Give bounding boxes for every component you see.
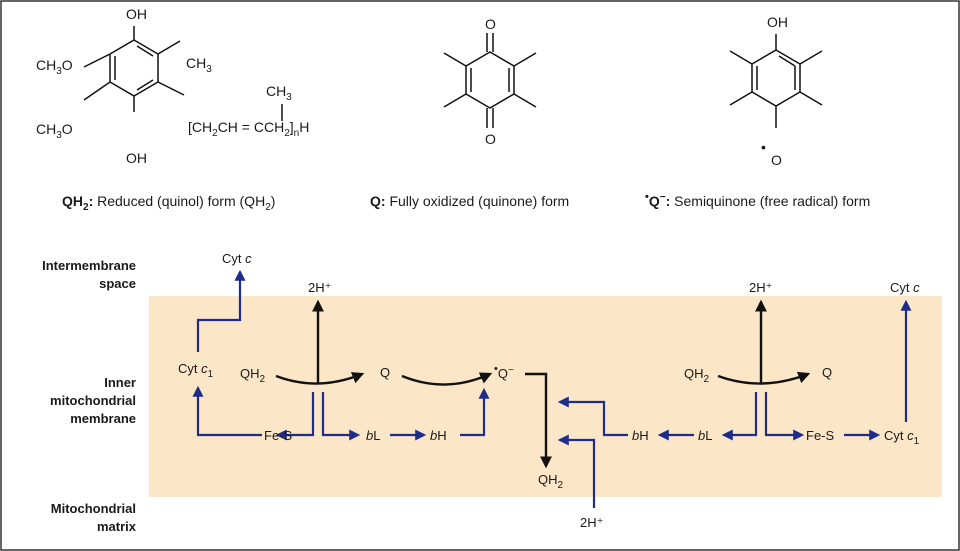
sq-radical-dot: • [761,139,766,155]
left-bh: bH [430,428,447,443]
svg-text:CH3O: CH3O [36,121,73,141]
arrow-bh-to-qh2-right [557,396,628,437]
region-inner-3: membrane [70,411,136,426]
qh2-ch3: CH [186,55,206,71]
left-cycle-labels: Cyt c 2H⁺ Cyt c1 QH2 Q •Q− Fe-S bL bH QH… [178,251,603,530]
qh2-chain-ch3-sub: 3 [286,92,292,103]
right-cytc: Cyt c [890,280,920,295]
region-intermembrane-1: Intermembrane [42,258,136,273]
sq-oh-top: OH [767,14,788,30]
qh2-chain-a-sub: 2 [212,128,218,139]
arrow-split-to-fes [275,392,315,441]
qh2-structure [83,26,283,121]
qh2-chain-a: [CH [188,119,212,135]
q-structure [443,33,537,128]
right-cytc1: Cyt c1 [884,428,920,447]
left-bl: bL [366,428,380,443]
caption-q: Q: Fully oxidized (quinone) form [370,193,569,209]
arrow-cytc1-to-cytc [196,269,246,352]
left-proton-top: 2H⁺ [308,280,331,295]
arrow-sq-to-qh2 [525,372,552,469]
qh2-oh-top: OH [126,6,147,22]
region-inner-1: Inner [104,375,136,390]
qh2-chain-ch3: CH [266,83,286,99]
q-o-top: O [485,16,496,32]
right-bh: bH [632,428,649,443]
arrow-fes-to-cytc1 [192,385,262,437]
arrow-split-to-fes-right [764,392,805,441]
region-matrix-1: Mitochondrial [51,501,136,516]
svg-text:[CH2CH = CCH2]nH: [CH2CH = CCH2]nH [188,119,309,139]
sq-o-bottom: O [771,152,782,168]
svg-text:CH3: CH3 [186,55,212,75]
qh2-chain-n: n [294,128,300,139]
left-qh2-out: QH2 [538,472,564,491]
semiquinone-structure [729,34,823,128]
svg-text:CH3O: CH3O [36,57,73,77]
qh2-och3-upper-o: O [62,57,73,73]
qh2-chain-h: H [299,119,309,135]
right-electron-paths [557,299,912,508]
qh2-och3-lower-ch: CH [36,121,56,137]
right-proton-top: 2H⁺ [749,280,772,295]
left-q: Q [380,365,390,380]
caption-qh2: QH2: Reduced (quinol) form (QH2) [62,193,275,213]
left-proton-bottom: 2H⁺ [580,515,603,530]
left-qh2: QH2 [240,366,266,385]
qh2-chain-b: CH = CCH [218,119,285,135]
right-cycle-labels: 2H⁺ Cyt c QH2 Q bH bL Fe-S Cyt c1 [632,280,920,447]
caption-semiquinone: •Q−: Semiquinone (free radical) form [645,191,870,209]
left-electron-paths [192,269,490,441]
qh2-chain-b-sub: 2 [284,128,290,139]
left-fes: Fe-S [264,428,293,443]
region-labels: Intermembrane space Inner mitochondrial … [42,258,137,534]
arrow-proton-bottom [557,434,596,508]
qh2-och3-lower-o: O [62,121,73,137]
left-cytc1: Cyt c1 [178,361,214,380]
qh2-oh-bottom: OH [126,150,147,166]
arrow-split-to-bl [321,392,361,441]
left-semiquinone: •Q− [494,363,514,381]
right-qh2: QH2 [684,366,710,385]
qh2-och3-lower-sub: 3 [56,130,62,141]
right-bl: bL [698,428,712,443]
qh2-ch3-sub: 3 [206,64,212,75]
q-labels: O O [485,16,496,147]
region-inner-2: mitochondrial [50,393,136,408]
right-q: Q [822,365,832,380]
qh2-chain-c: ] [290,119,294,135]
qh2-och3-upper-ch: CH [36,57,56,73]
qh2-labels: OH OH CH3O CH3O CH3 CH3 [CH2CH = CCH2]nH [36,6,309,166]
arrow-q-to-sq [401,372,493,386]
arrow-qh2-to-q-right [717,371,811,385]
arrow-bh-to-sq [460,387,490,437]
qh2-och3-upper-sub: 3 [56,66,62,77]
right-proton-paths [717,299,811,385]
q-o-bottom: O [485,131,496,147]
region-matrix-2: matrix [97,519,137,534]
arrow-split-to-bl-right [721,392,758,441]
region-intermembrane-2: space [99,276,136,291]
semiquinone-labels: OH • O [761,14,788,168]
svg-text:CH3: CH3 [266,83,292,103]
right-fes: Fe-S [806,428,835,443]
left-proton-paths [275,299,552,469]
left-cytc: Cyt c [222,251,252,266]
